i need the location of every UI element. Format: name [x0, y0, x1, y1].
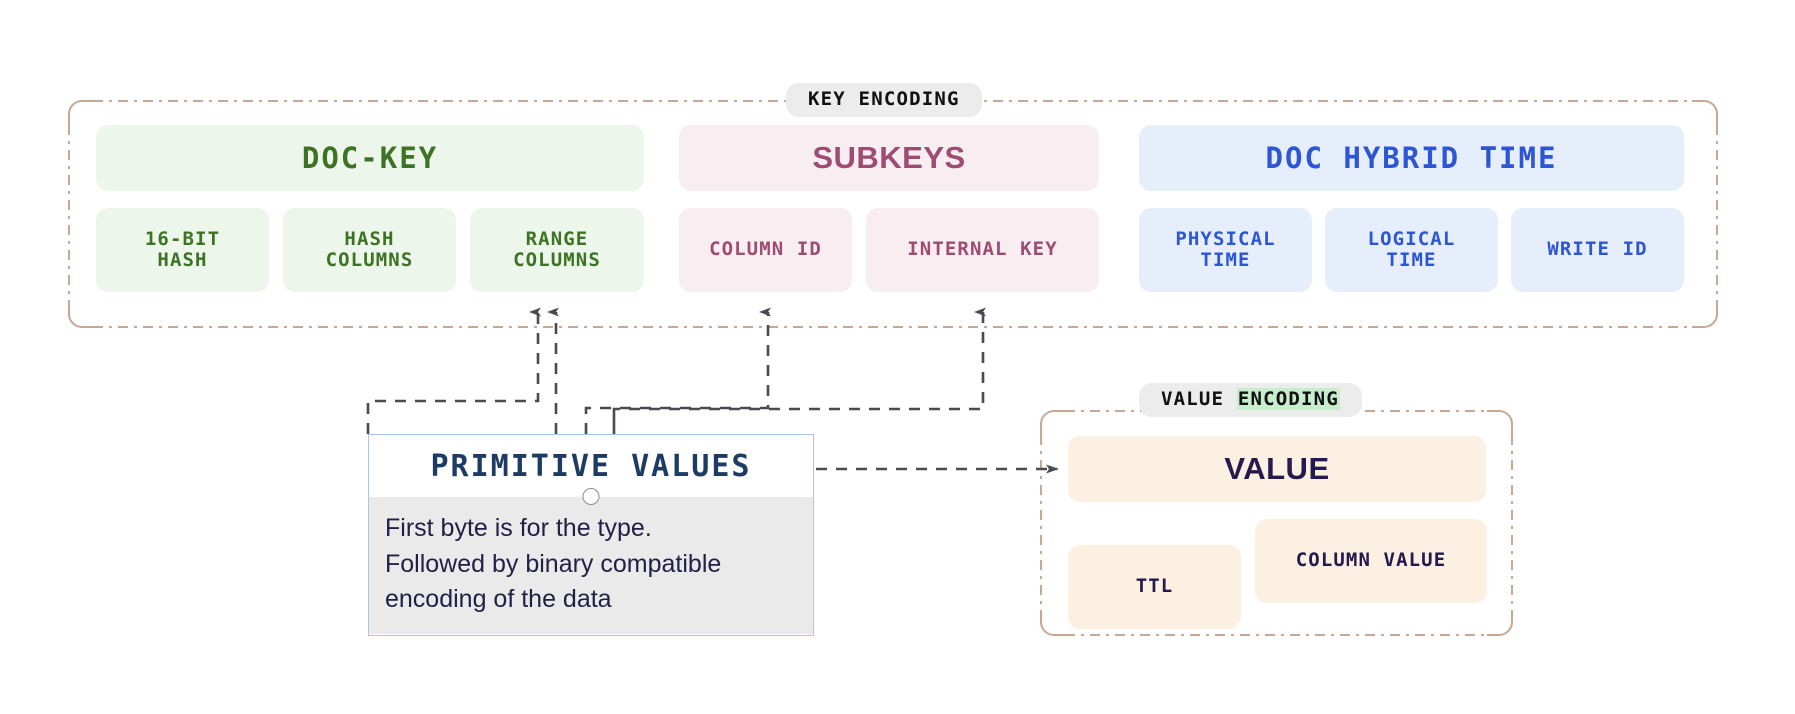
value-group-corner-tl	[1040, 410, 1066, 436]
primitive-values-header-text: PRIMITIVE VALUES	[430, 448, 752, 484]
leaf-column-id[interactable]: COLUMN ID	[679, 208, 852, 292]
primitive-values-body: First byte is for the type. Followed by …	[369, 497, 813, 634]
value-group-corner-br	[1487, 610, 1513, 636]
connector-to-internal-key	[612, 312, 983, 438]
primitive-values-header: PRIMITIVE VALUES	[369, 435, 813, 505]
key-group-corner-bl	[68, 302, 94, 328]
leaf-hash-columns-line2: COLUMNS	[325, 249, 414, 271]
section-header-doc-key[interactable]: DOC-KEY	[96, 125, 644, 191]
leaf-range-columns[interactable]: RANGE COLUMNS	[470, 208, 644, 292]
connector-to-hash-columns	[366, 307, 541, 434]
key-group-corner-tl	[68, 100, 94, 126]
leaf-logical-time-line2: TIME	[1386, 249, 1437, 271]
leaf-physical-time-line2: TIME	[1200, 249, 1251, 271]
key-encoding-title: KEY ENCODING	[786, 83, 982, 117]
leaf-16-bit-hash[interactable]: 16-BIT HASH	[96, 208, 269, 292]
value-group-corner-tr	[1487, 410, 1513, 436]
leaf-ttl[interactable]: TTL	[1068, 545, 1241, 629]
key-group-corner-br	[1692, 302, 1718, 328]
leaf-range-columns-line2: COLUMNS	[513, 249, 601, 271]
leaf-physical-time[interactable]: PHYSICAL TIME	[1139, 208, 1312, 292]
primitive-values-body-line1: First byte is for the type.	[385, 514, 652, 542]
leaf-16-bit-hash-line2: HASH	[157, 249, 208, 271]
leaf-logical-time-line1: LOGICAL	[1367, 227, 1456, 250]
leaf-logical-time[interactable]: LOGICAL TIME	[1325, 208, 1498, 292]
leaf-hash-columns-line1: HASH	[344, 227, 395, 250]
value-encoding-title-highlight: ENCODING	[1236, 388, 1340, 410]
leaf-column-value[interactable]: COLUMN VALUE	[1255, 519, 1487, 603]
primitive-values-note[interactable]: PRIMITIVE VALUES First byte is for the t…	[368, 434, 814, 636]
leaf-internal-key[interactable]: INTERNAL KEY	[866, 208, 1099, 292]
primitive-values-body-line2: Followed by binary compatible	[385, 549, 722, 578]
value-group-corner-bl	[1040, 610, 1066, 636]
leaf-write-id[interactable]: WRITE ID	[1511, 208, 1684, 292]
value-encoding-title-plain: VALUE	[1161, 388, 1237, 410]
value-encoding-title: VALUE ENCODING	[1139, 383, 1362, 417]
leaf-hash-columns[interactable]: HASH COLUMNS	[283, 208, 456, 292]
primitive-values-body-line3: encoding of the data	[385, 585, 612, 613]
key-group-corner-tr	[1692, 100, 1718, 126]
anchor-circle-icon[interactable]	[582, 488, 600, 505]
leaf-16-bit-hash-line1: 16-BIT	[144, 227, 221, 250]
section-header-subkeys[interactable]: SUBKEYS	[679, 125, 1099, 191]
leaf-physical-time-line1: PHYSICAL	[1175, 227, 1276, 250]
key-encoding-title-text: KEY ENCODING	[808, 88, 960, 110]
section-header-doc-hybrid-time[interactable]: DOC HYBRID TIME	[1139, 125, 1684, 191]
leaf-range-columns-line1: RANGE	[525, 227, 589, 250]
section-header-value[interactable]: VALUE	[1068, 436, 1486, 502]
